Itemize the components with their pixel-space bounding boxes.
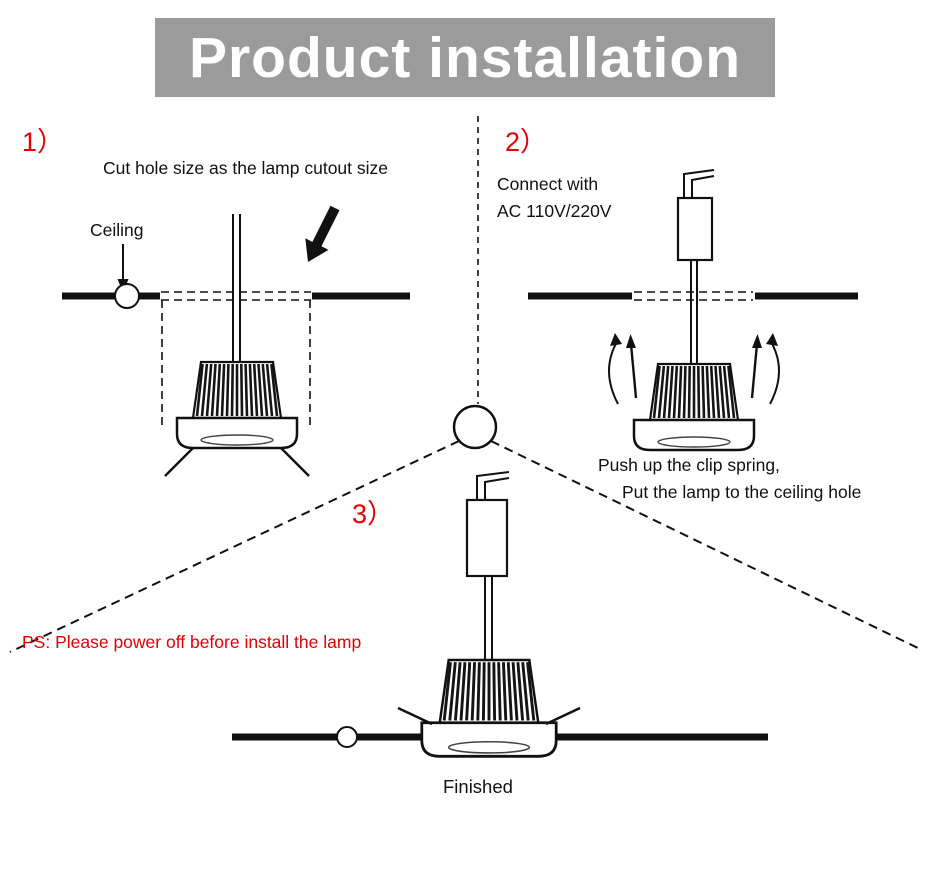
header-banner: Product installation: [155, 18, 775, 97]
lamp-step2: [632, 362, 756, 452]
step2-caption-line2: AC 110V/220V: [497, 201, 612, 221]
push-up-arc-right: [769, 339, 780, 405]
step3-number: 3）: [352, 499, 395, 529]
driver-input-wire: [484, 477, 510, 500]
clip-spring-right: [750, 343, 759, 399]
ceiling-hole-mark: [114, 283, 140, 309]
lamp-step1: [175, 360, 299, 450]
driver-input-wire: [476, 471, 510, 500]
step1-number: 1）: [22, 127, 65, 157]
step2-number: 2）: [505, 127, 548, 157]
diagonal-divider-right: [490, 440, 923, 651]
push-up-arc-left: [608, 339, 619, 405]
driver-input-wire: [691, 175, 715, 198]
step3-drawing: [232, 471, 768, 758]
arc-arrowhead-icon: [766, 333, 778, 346]
step2-note-line2: Put the lamp to the ceiling hole: [622, 482, 862, 502]
lamp-step3: [420, 658, 558, 758]
clip-spring-left: [397, 706, 433, 726]
driver-box: [676, 196, 714, 262]
clip-spring-left: [164, 447, 194, 477]
hub-circle: [452, 404, 498, 450]
clip-spring-right: [280, 447, 310, 477]
driver-box: [465, 498, 509, 578]
step2-caption-line1: Connect with: [497, 174, 599, 194]
step2-drawing: [528, 169, 858, 452]
step2-note-line1: Push up the clip spring,: [598, 455, 780, 475]
ceiling-hole-mark: [336, 726, 358, 748]
ceiling-label: Ceiling: [90, 220, 144, 240]
driver-input-wire: [683, 169, 715, 198]
step1-caption: Cut hole size as the lamp cutout size: [103, 158, 389, 178]
clip-spring-left: [629, 343, 638, 399]
step1-drawing: [62, 205, 410, 477]
arc-arrowhead-icon: [610, 333, 622, 346]
power-off-warning: PS: Please power off before install the …: [22, 632, 362, 652]
up-arrowhead-icon: [752, 334, 762, 348]
page-title: Product installation: [188, 25, 742, 90]
finished-label: Finished: [443, 776, 513, 797]
diagonal-divider-left: [9, 440, 460, 653]
down-arrow-icon: [305, 205, 340, 262]
clip-spring-right: [545, 706, 581, 726]
up-arrowhead-icon: [626, 334, 636, 348]
